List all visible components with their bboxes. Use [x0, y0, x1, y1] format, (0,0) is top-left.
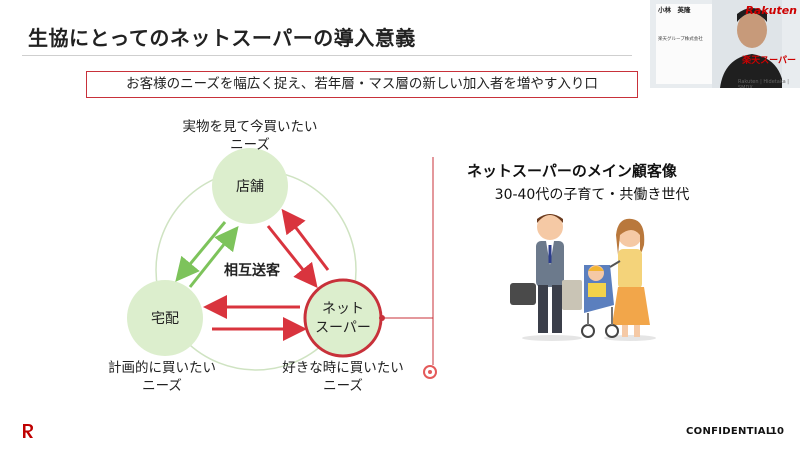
title-divider: [22, 55, 632, 56]
delivery-need: 計画的に買いたい ニーズ: [108, 360, 216, 394]
arrow-store-to-delivery: [175, 221, 227, 282]
delivery-node: [127, 280, 203, 356]
persona-subtitle: 30-40代の子育て・共働き世代: [494, 187, 690, 203]
netsuper-label-line1: ネット: [322, 301, 364, 317]
page-number: 10: [770, 426, 784, 437]
confidential-label: CONFIDENTIAL: [686, 426, 773, 437]
banner-message: お客様のニーズを幅広く捉え、若年層・マス層の新しい加入者を増やす入り口: [86, 71, 638, 98]
arrow-store-to-netsuper: [266, 225, 318, 289]
video-tag: Rakuten | Hidetaka | SMDX: [738, 79, 789, 88]
store-node: [212, 148, 288, 224]
mutual-referral-label: 相互送客: [224, 262, 281, 279]
brand-sub: 楽天スーパー: [742, 56, 796, 66]
arrow-netsuper-to-store: [281, 208, 330, 271]
netsuper-need: 好きな時に買いたい ニーズ: [282, 360, 404, 394]
store-label: 店舗: [236, 179, 264, 195]
page-title: 生協にとってのネットスーパーの導入意義: [28, 26, 416, 50]
rakuten-logo-icon: [23, 424, 33, 438]
business-card: 小林 英隆 楽天グループ株式会社: [656, 4, 718, 84]
webcam-overlay: 小林 英隆 楽天グループ株式会社 Rakuten 楽天スーパー Rakuten …: [650, 0, 800, 88]
delivery-label: 宅配: [151, 311, 179, 327]
store-need: 実物を見て今買いたい ニーズ: [182, 119, 318, 153]
brand-logo: Rakuten: [745, 4, 797, 17]
family-illustration: [510, 214, 656, 341]
arrow-delivery-to-store: [188, 225, 239, 288]
netsuper-label-line2: スーパー: [315, 320, 371, 336]
presenter-video: [712, 0, 782, 88]
netsuper-node: [303, 278, 383, 358]
persona-title: ネットスーパーのメイン顧客像: [467, 162, 677, 180]
connector-dot: [379, 315, 385, 321]
